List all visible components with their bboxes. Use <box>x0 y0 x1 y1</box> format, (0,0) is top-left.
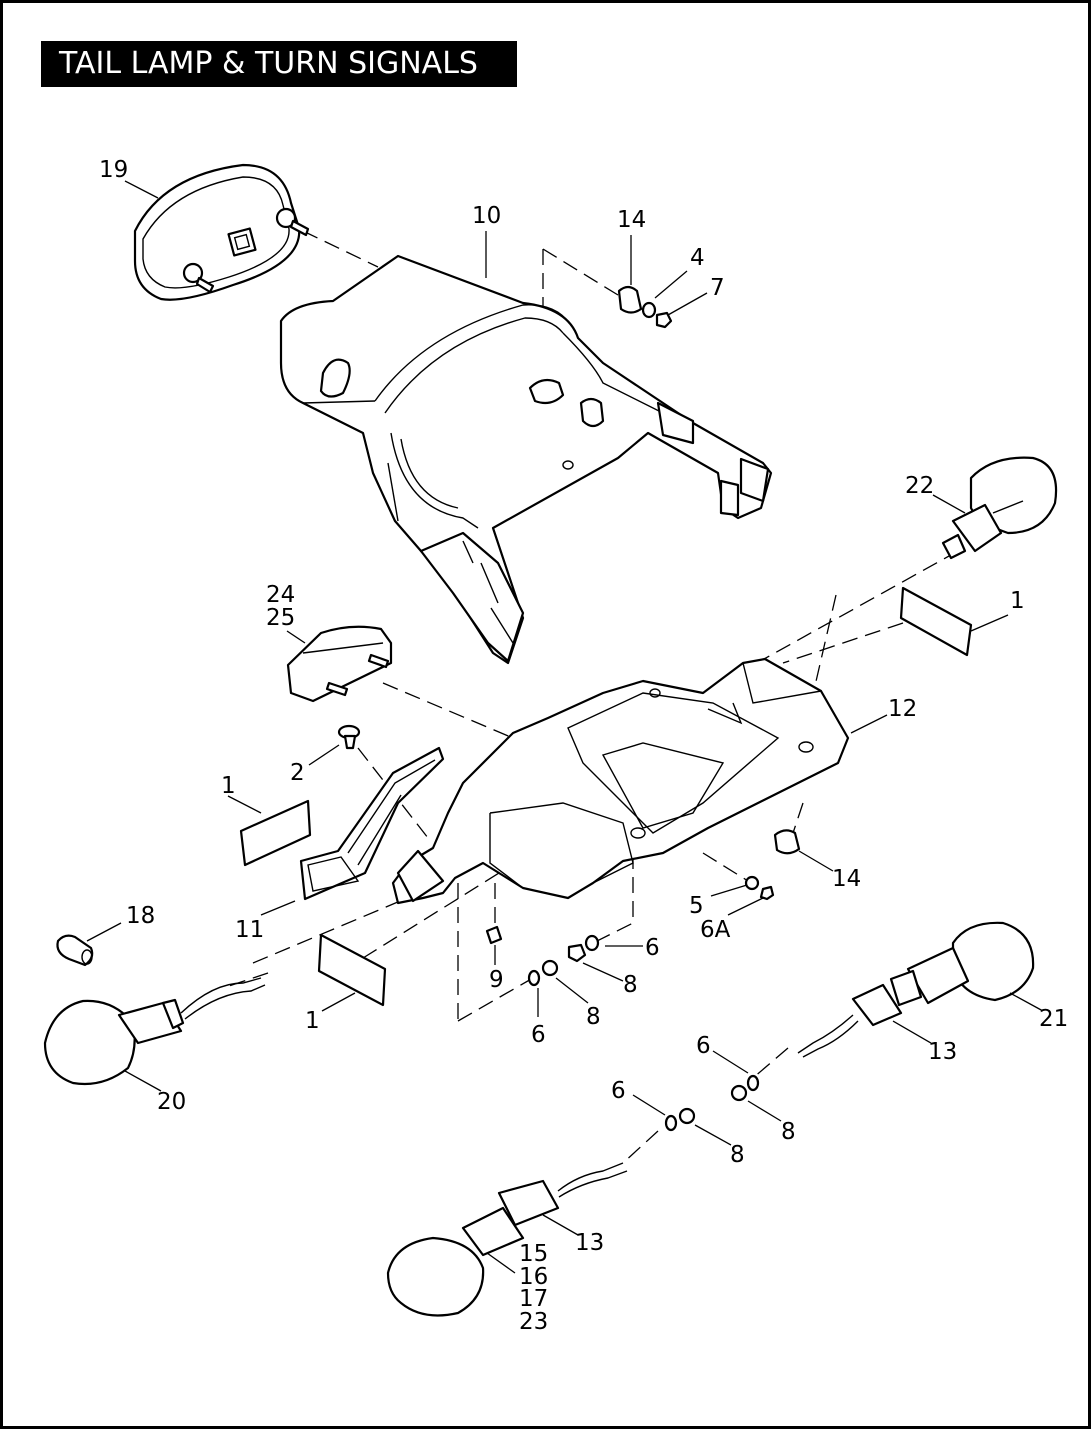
callout-2: 2 <box>290 760 305 786</box>
license-bracket <box>391 657 850 905</box>
small-grommet <box>485 925 503 945</box>
callout-25: 25 <box>266 605 295 631</box>
lower-grommet <box>773 829 801 855</box>
callout-15: 15 <box>519 1241 548 1267</box>
callout-1-left: 1 <box>221 773 236 799</box>
callout-leader-lines <box>86 180 1044 1274</box>
diagram-title: TAIL LAMP & TURN SIGNALS <box>41 41 517 87</box>
callout-6-lower: 6 <box>531 1022 546 1048</box>
connector-right <box>797 983 903 1058</box>
turn-signal-bottom <box>386 1162 628 1317</box>
callout-17: 17 <box>519 1286 548 1312</box>
washers-nuts-lower <box>664 1107 696 1132</box>
washers-nuts-right <box>730 1074 760 1102</box>
screw <box>337 724 361 750</box>
license-lamp <box>286 625 393 703</box>
license-plate-bracket <box>299 746 445 901</box>
washer-and-nut <box>744 875 775 901</box>
callout-8-middle: 8 <box>623 972 638 998</box>
callout-6A: 6A <box>700 917 731 943</box>
callout-8-right: 8 <box>781 1119 796 1145</box>
callout-8-bottom: 8 <box>730 1142 745 1168</box>
upper-hardware <box>617 285 673 329</box>
callout-1-bottom: 1 <box>305 1008 320 1034</box>
callout-7: 7 <box>710 275 725 301</box>
washers-nuts-middle <box>527 934 600 987</box>
callout-18: 18 <box>126 903 155 929</box>
callout-1-right: 1 <box>1010 588 1025 614</box>
rear-fender-cowl <box>279 254 773 665</box>
tail-lamp-assembly <box>133 163 310 301</box>
exploded-parts-diagram: 19 10 14 4 7 22 1 24 25 12 2 1 14 5 6A 1… <box>43 157 1068 1335</box>
callout-24: 24 <box>266 582 295 608</box>
callout-12: 12 <box>888 696 917 722</box>
reflectors <box>239 586 973 1007</box>
callout-4: 4 <box>690 245 705 271</box>
callout-6-bottom: 6 <box>611 1078 626 1104</box>
callout-labels: 19 10 14 4 7 22 1 24 25 12 2 1 14 5 6A 1… <box>99 157 1068 1335</box>
callout-6-middle: 6 <box>645 935 660 961</box>
callout-21: 21 <box>1039 1006 1068 1032</box>
callout-20: 20 <box>157 1089 186 1115</box>
turn-signal-right-lower <box>889 921 1035 1007</box>
callout-8-lower: 8 <box>586 1004 601 1030</box>
callout-5: 5 <box>689 893 704 919</box>
callout-16: 16 <box>519 1264 548 1290</box>
callout-14-lower: 14 <box>832 866 861 892</box>
callout-9: 9 <box>489 967 504 993</box>
callout-19: 19 <box>99 157 128 183</box>
callout-6-right: 6 <box>696 1033 711 1059</box>
callout-13-right: 13 <box>928 1039 957 1065</box>
turn-signal-left <box>43 977 266 1086</box>
turn-signal-right-upper <box>941 456 1058 560</box>
callout-22: 22 <box>905 473 934 499</box>
callout-11: 11 <box>235 917 264 943</box>
assembly-guide-lines <box>222 230 959 1164</box>
callout-23: 23 <box>519 1309 548 1335</box>
callout-14-top: 14 <box>617 207 646 233</box>
callout-13-bottom: 13 <box>575 1230 604 1256</box>
bulb <box>56 934 94 967</box>
callout-10: 10 <box>472 203 501 229</box>
